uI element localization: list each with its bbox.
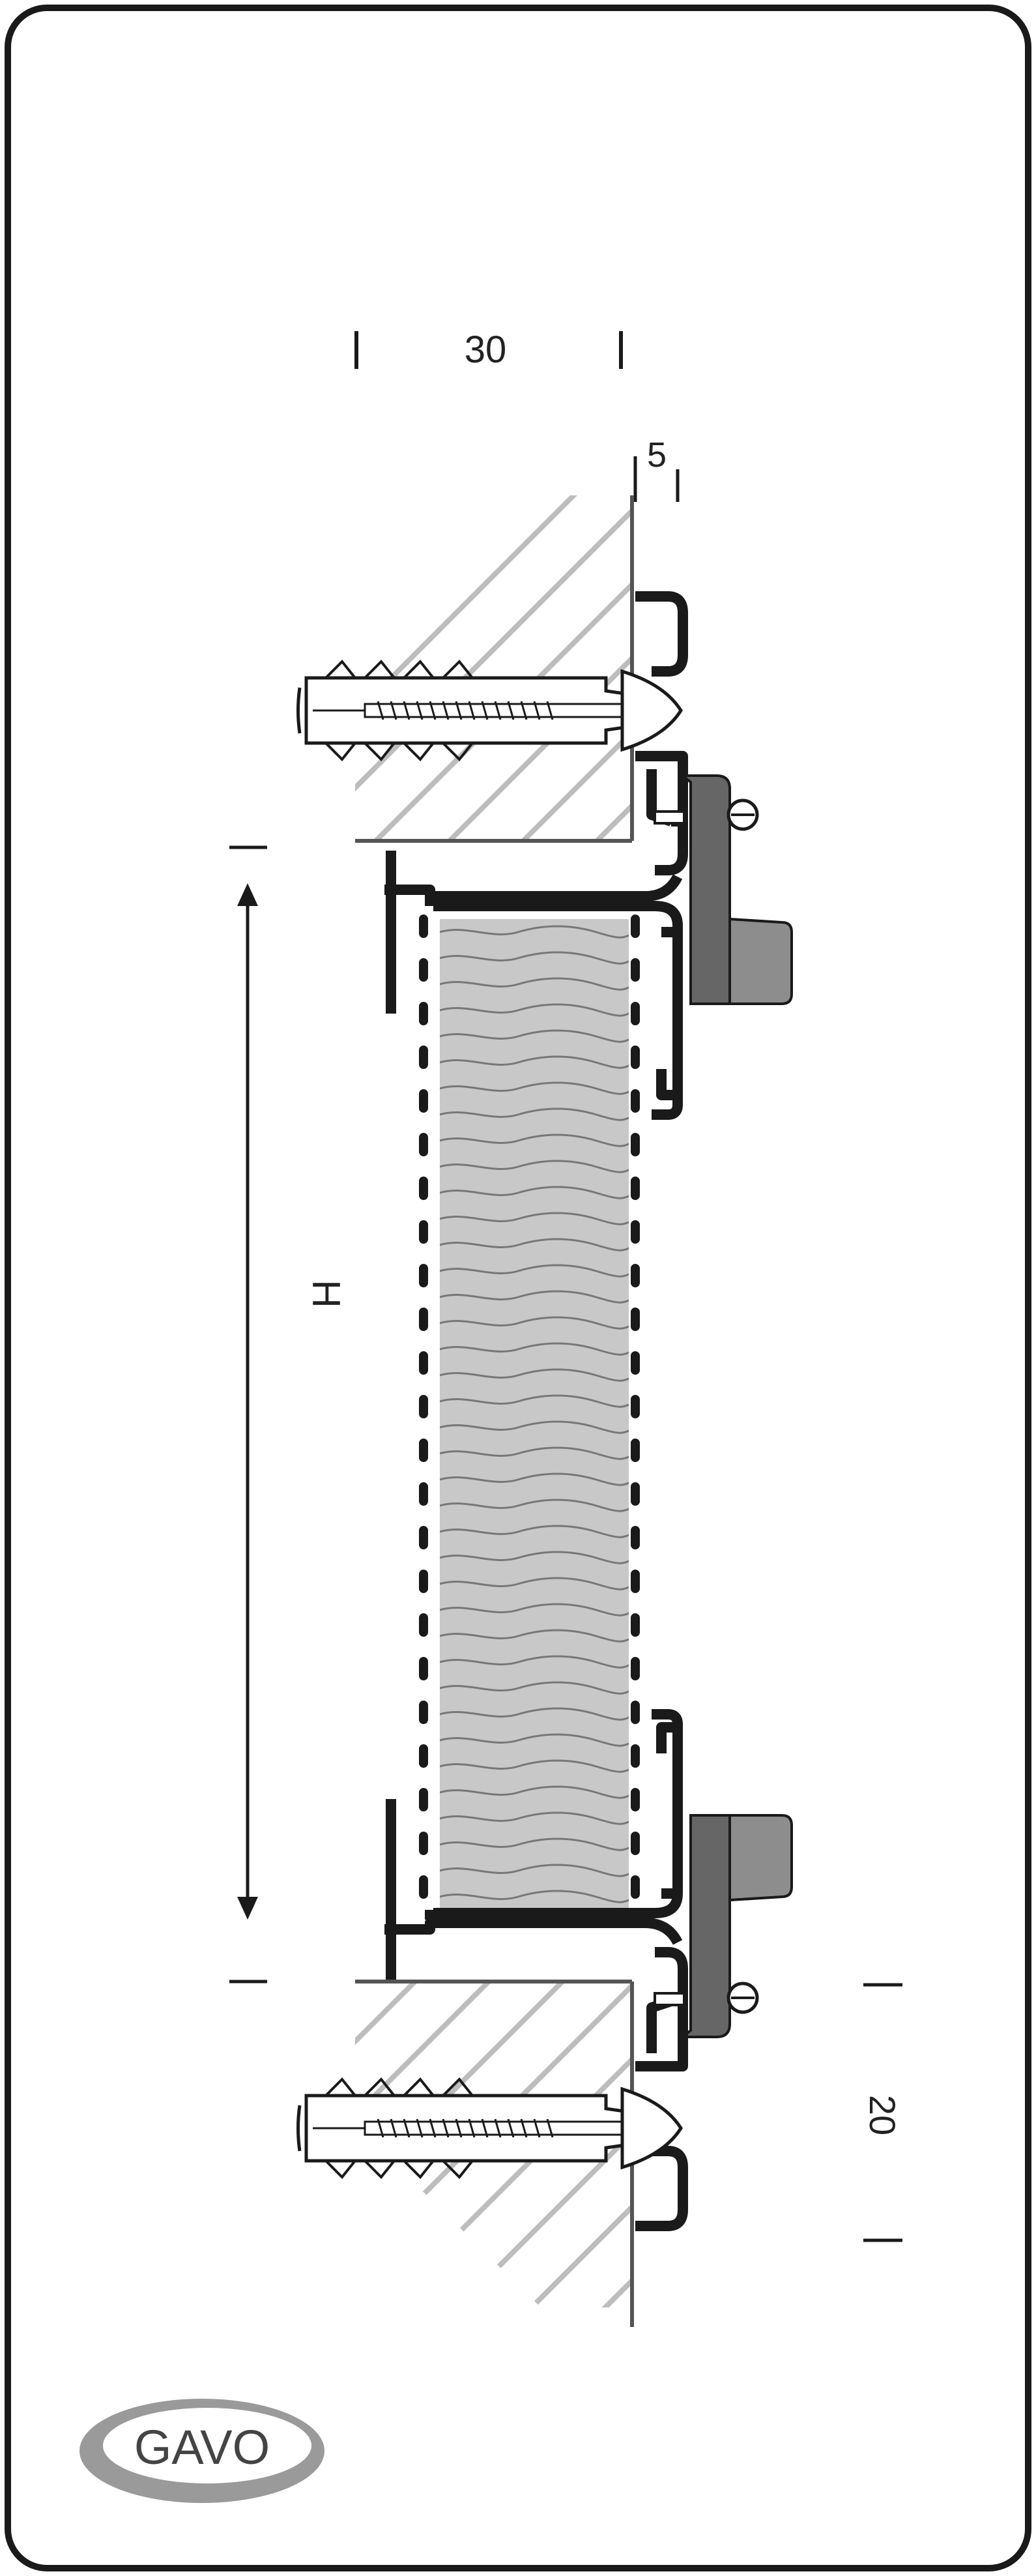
top-clip-bracket <box>679 774 793 1005</box>
dimension-5-label: 5 <box>647 435 667 475</box>
bottom-screw-small <box>654 1992 685 2006</box>
dimension-bottom-depth: 20 <box>862 1983 903 2242</box>
dimension-h-label: H <box>304 1280 348 1308</box>
top-wall-section <box>355 495 634 843</box>
top-screw-small <box>654 810 685 825</box>
dimension-top-width: 30 <box>354 329 623 371</box>
gavo-logo: GAVO <box>79 2399 324 2503</box>
bottom-clip-bracket <box>679 1814 793 2038</box>
dimension-gap: 5 <box>633 435 680 502</box>
panel-core <box>440 919 629 1910</box>
bottom-panel-channel <box>384 1709 683 1982</box>
dimension-20-label: 20 <box>862 2095 903 2135</box>
top-wall-plug-anchor <box>296 660 683 761</box>
gavo-logo-text: GAVO <box>134 2420 270 2474</box>
bottom-wall-plug-anchor <box>296 2077 683 2179</box>
dimension-30-label: 30 <box>465 329 507 371</box>
panel-dashed-edges <box>419 915 640 1908</box>
dimension-height: H <box>229 845 348 1983</box>
top-panel-channel <box>384 851 683 1120</box>
